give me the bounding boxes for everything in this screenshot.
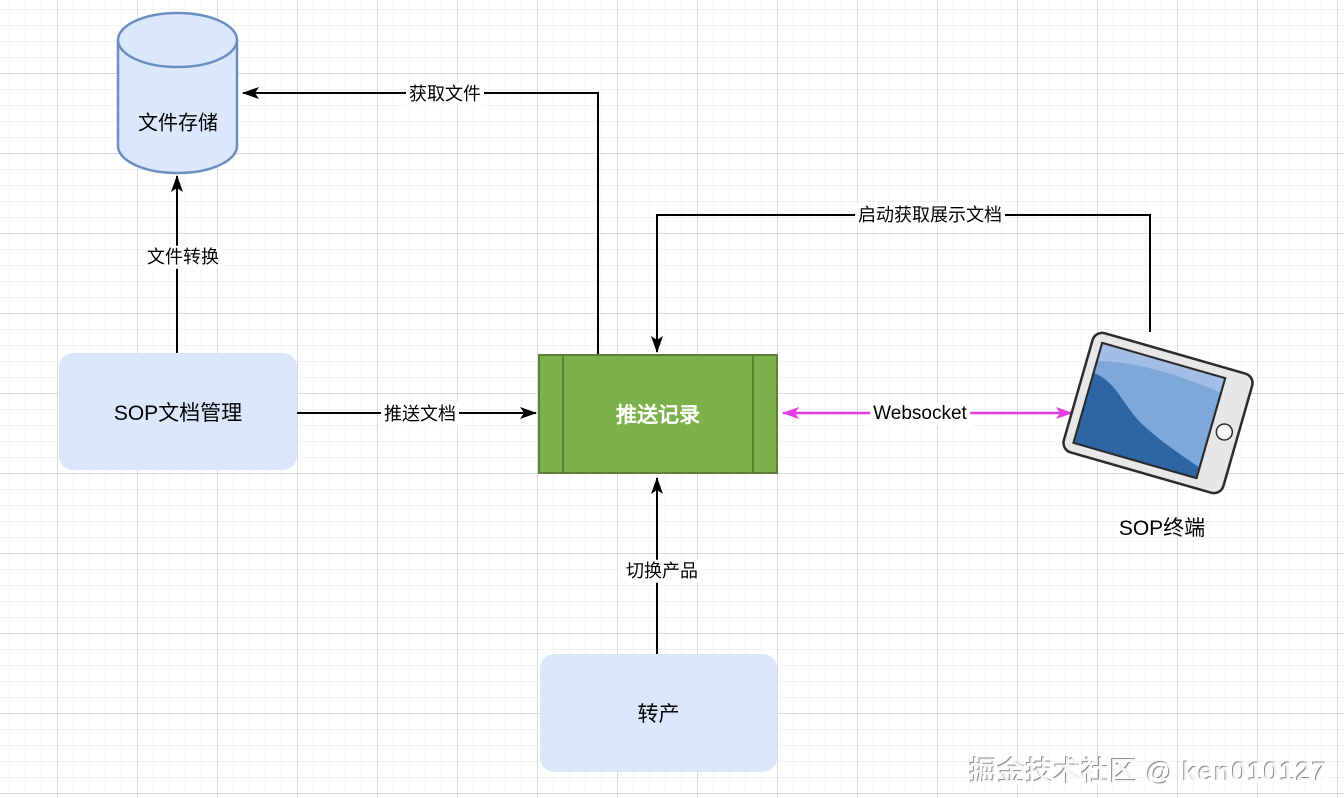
tablet-device-icon (1062, 331, 1254, 495)
sop-terminal-label: SOP终端 (1118, 517, 1206, 540)
file-storage-label: 文件存储 (138, 112, 218, 135)
tablet-screen-gloss (1096, 342, 1226, 393)
edge-label-switch-product: 切换产品 (623, 559, 701, 583)
node-sop-doc-management: SOP文档管理 (59, 353, 297, 470)
database-cylinder-icon (116, 11, 239, 175)
tablet-home-button (1215, 423, 1234, 441)
process-inner-line-right (752, 356, 754, 472)
watermark: 掘金技术社区 @ ken010127 (970, 757, 1328, 787)
edge-label-push-doc: 推送文档 (381, 402, 459, 426)
process-inner-line-left (562, 356, 564, 472)
edge-label-start-fetch-display-doc: 启动获取展示文档 (855, 203, 1005, 227)
edge-label-file-convert: 文件转换 (144, 245, 222, 269)
sop-doc-management-label: SOP文档管理 (113, 401, 243, 425)
node-production-switch: 转产 (540, 654, 777, 772)
edge-get-file (242, 87, 599, 354)
node-push-record: 推送记录 (538, 354, 778, 474)
edge-label-websocket: Websocket (870, 402, 970, 426)
production-switch-label: 转产 (637, 703, 680, 726)
push-record-label: 推送记录 (616, 404, 700, 427)
edge-start-fetch-display-doc (651, 214, 1151, 353)
edge-label-get-file: 获取文件 (406, 82, 484, 106)
